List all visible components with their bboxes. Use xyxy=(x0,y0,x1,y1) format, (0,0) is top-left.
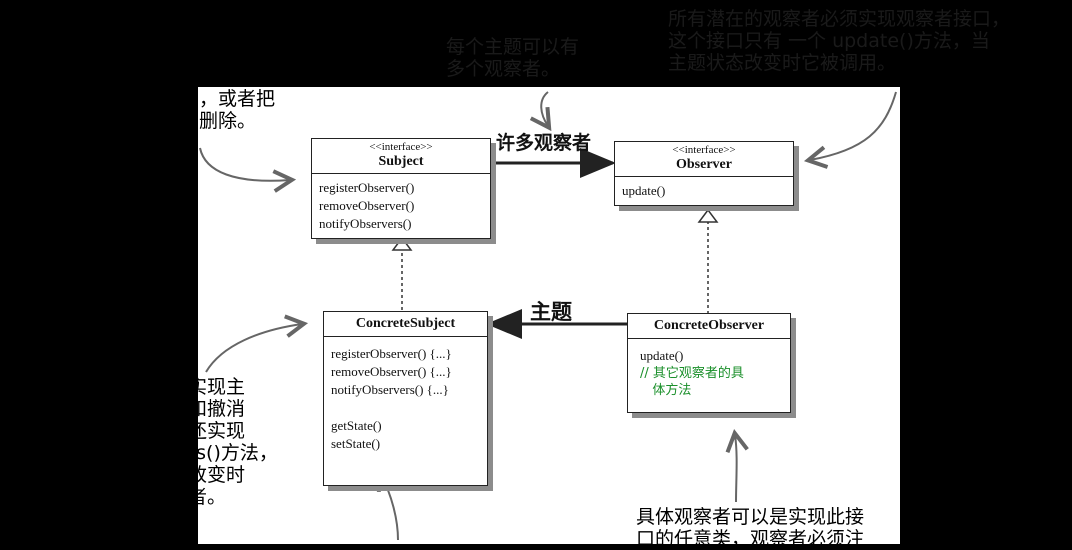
label-subject: 主题 xyxy=(530,300,572,324)
subject-interface-box: <<interface>> Subject registerObserver()… xyxy=(311,138,491,239)
concrete-method-notify-observers: notifyObservers() {...} xyxy=(331,382,449,397)
subject-header: <<interface>> Subject xyxy=(312,139,490,174)
realization-triangle-observer xyxy=(697,208,719,223)
note-many-observers: 每个主题可以有 多个观察者。 xyxy=(446,36,580,80)
observer-header: <<interface>> Observer xyxy=(615,142,793,177)
concrete-observer-comment: // 其它观察者的具 体方法 xyxy=(640,366,744,398)
concrete-subject-box: ConcreteSubject registerObserver() {...}… xyxy=(323,311,488,486)
observer-class-name: Observer xyxy=(676,157,732,172)
annotation-arrow-top-left xyxy=(199,147,290,181)
observer-interface-box: <<interface>> Observer update() xyxy=(614,141,794,206)
subject-stereotype: <<interface>> xyxy=(369,141,433,153)
subject-methods: registerObserver() removeObserver() noti… xyxy=(312,174,490,238)
method-get-state: getState() xyxy=(331,418,382,433)
note-concrete-subject: 一个具体主题总是实现主 题接口，除了注册和撤消 方法外，具体主题还实现 了not… xyxy=(36,376,278,508)
note-concrete-observer: 具体观察者可以是实现此接 口的任意类，观察者必须注 xyxy=(636,506,865,550)
method-notify-observers: notifyObservers() xyxy=(319,216,412,231)
concrete-method-register-observer: registerObserver() {...} xyxy=(331,346,452,361)
observer-methods: update() xyxy=(615,177,793,205)
method-register-observer: registerObserver() xyxy=(319,180,415,195)
concrete-subject-header: ConcreteSubject xyxy=(324,312,487,337)
concrete-observer-header: ConcreteObserver xyxy=(628,314,790,339)
concrete-subject-methods: registerObserver() {...} removeObserver(… xyxy=(324,337,487,458)
note-observer-interface: 所有潜在的观察者必须实现观察者接口， 这个接口只有 一个 update()方法，… xyxy=(668,8,1011,74)
annotation-arrow-top-right xyxy=(810,91,897,160)
observer-stereotype: <<interface>> xyxy=(672,144,736,156)
concrete-method-remove-observer: removeObserver() {...} xyxy=(331,364,452,379)
concrete-method-update: update() xyxy=(640,348,684,363)
annotation-arrow-bottom-right xyxy=(735,435,737,503)
concrete-observer-class-name: ConcreteObserver xyxy=(653,318,765,333)
concrete-observer-box: ConcreteObserver update() // 其它观察者的具 体方法 xyxy=(627,313,791,413)
note-subject-interface: 主题接口，对象使用此接 口注册为观察者，或者把 自己从观察者中删除。 xyxy=(66,66,276,132)
label-many-observers: 许多观察者 xyxy=(496,132,592,154)
method-update: update() xyxy=(622,183,666,198)
concrete-subject-class-name: ConcreteSubject xyxy=(355,316,456,331)
concrete-observer-methods: update() // 其它观察者的具 体方法 xyxy=(628,339,790,403)
annotation-arrow-top-mid xyxy=(541,91,548,126)
subject-class-name: Subject xyxy=(378,154,424,169)
annotation-arrow-left-bottom xyxy=(205,324,302,373)
method-set-state: setState() xyxy=(331,436,381,451)
method-remove-observer: removeObserver() xyxy=(319,198,415,213)
realization-triangle-subject xyxy=(391,236,413,251)
